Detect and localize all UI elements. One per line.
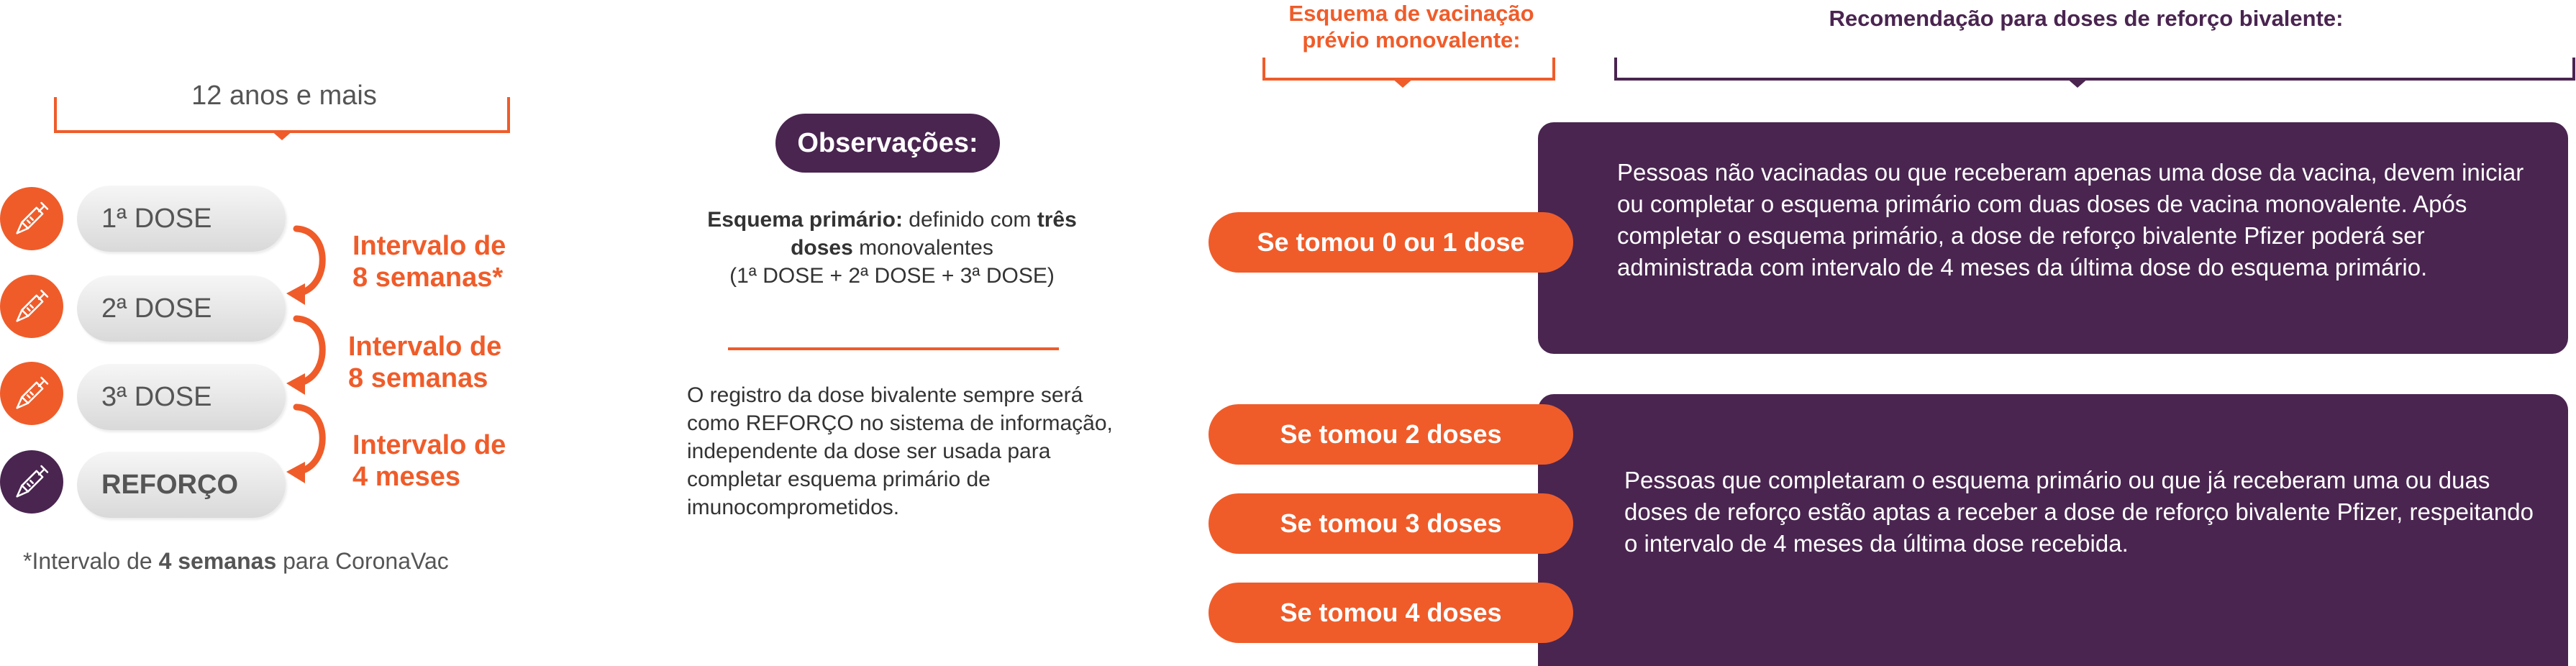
age-bracket bbox=[54, 97, 510, 133]
took-3-doses-pill: Se tomou 3 doses bbox=[1209, 493, 1573, 554]
dose-pill-booster: REFORÇO bbox=[77, 452, 286, 518]
divider-line bbox=[728, 347, 1059, 350]
syringe-icon bbox=[0, 275, 63, 338]
took-2-doses-pill: Se tomou 2 doses bbox=[1209, 404, 1573, 465]
recommendation-box-1: Pessoas não vacinadas ou que receberam a… bbox=[1538, 122, 2568, 354]
coronavac-footnote: *Intervalo de 4 semanas para CoronaVac bbox=[23, 548, 449, 574]
dose-pill-2: 2ª DOSE bbox=[77, 275, 286, 342]
interval-label-2: Intervalo de 8 semanas bbox=[348, 332, 502, 393]
recommendation-text-1: Pessoas não vacinadas ou que receberam a… bbox=[1617, 159, 2524, 280]
curved-arrow-icon bbox=[286, 225, 326, 483]
recommendation-notch bbox=[2066, 78, 2089, 88]
took-4-doses-pill: Se tomou 4 doses bbox=[1209, 583, 1573, 643]
primary-scheme-note: Esquema primário: definido com três dose… bbox=[707, 208, 1077, 288]
recommendation-heading: Recomendação para doses de reforço bival… bbox=[1829, 6, 2344, 31]
took-0-1-dose-pill: Se tomou 0 ou 1 dose bbox=[1209, 212, 1573, 273]
interval-label-1: Intervalo de 8 semanas* bbox=[352, 231, 506, 293]
dose-pill-3: 3ª DOSE bbox=[77, 364, 286, 430]
previous-scheme-heading: Esquema de vacinação prévio monovalente: bbox=[1288, 1, 1534, 53]
age-group-title: 12 anos e mais bbox=[191, 81, 377, 111]
observations-title: Observações: bbox=[775, 114, 1000, 173]
recommendation-bracket bbox=[1614, 58, 2575, 81]
syringe-icon bbox=[0, 362, 63, 425]
previous-scheme-notch bbox=[1391, 78, 1414, 88]
age-bracket-notch bbox=[270, 130, 293, 140]
interval-label-3: Intervalo de 4 meses bbox=[352, 430, 506, 492]
syringe-icon bbox=[0, 450, 63, 514]
recommendation-text-2: Pessoas que completaram o esquema primár… bbox=[1624, 467, 2534, 557]
registry-note: O registro da dose bivalente sempre será… bbox=[687, 383, 1113, 519]
syringe-icon bbox=[0, 187, 63, 250]
recommendation-box-2: Pessoas que completaram o esquema primár… bbox=[1538, 394, 2568, 666]
dose-pill-1: 1ª DOSE bbox=[77, 186, 286, 252]
